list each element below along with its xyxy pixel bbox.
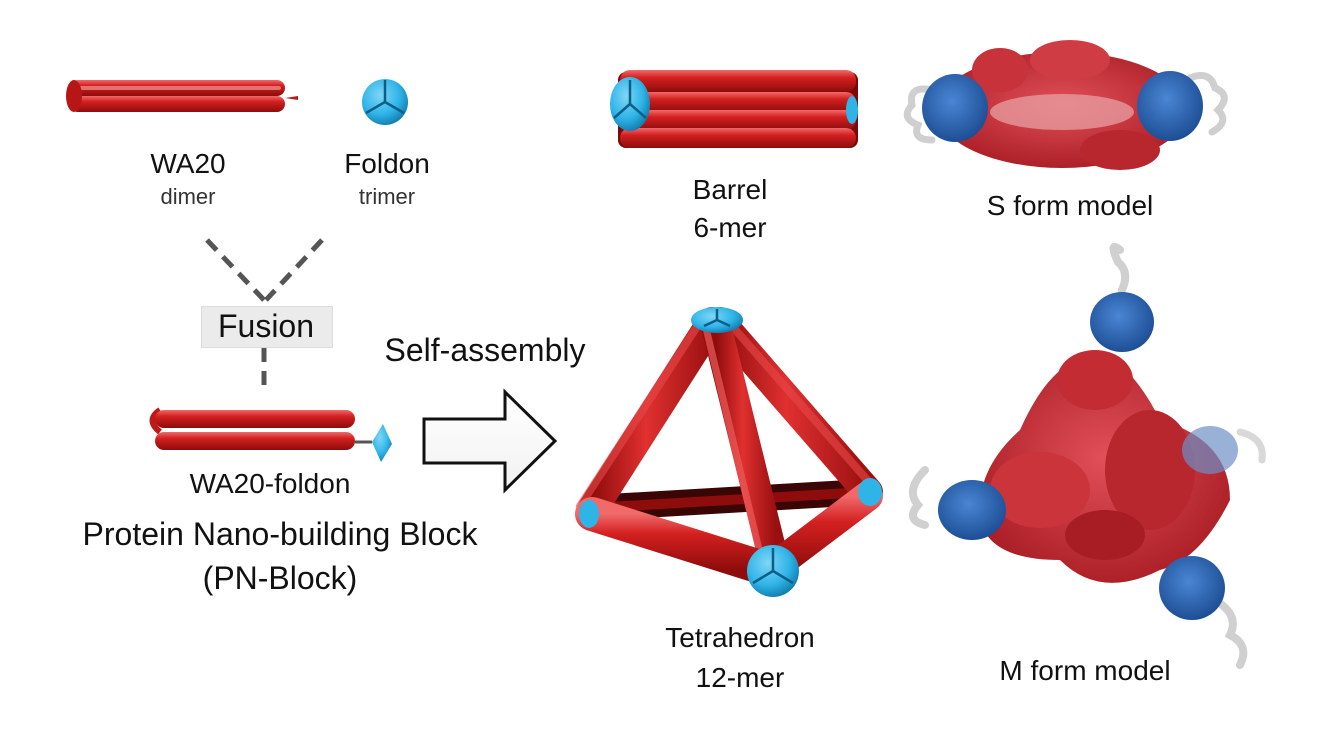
wa20-dimer-icon	[66, 80, 298, 112]
fusion-connector	[205, 238, 324, 392]
wa20-state-label: dimer	[160, 184, 216, 209]
fusion-label-box	[201, 306, 333, 348]
wa20-foldon-block-icon	[149, 407, 392, 462]
foldon-state-label: trimer	[358, 184, 416, 209]
foldon-label: Foldon	[344, 148, 430, 179]
barrel-size-label: 6-mer	[693, 212, 767, 243]
tetrahedron-12mer-icon	[575, 307, 883, 597]
pn-block-abbrev: (PN-Block)	[202, 560, 358, 596]
barrel-6mer-icon	[610, 70, 858, 148]
m-form-model-image	[908, 243, 1266, 669]
m-form-model-label: M form model	[999, 655, 1171, 686]
barrel-label: Barrel	[692, 174, 768, 205]
self-assembly-arrow	[422, 388, 558, 494]
self-assembly-label: Self-assembly	[384, 332, 586, 368]
s-form-model-label: S form model	[986, 190, 1154, 221]
s-form-model-image	[903, 40, 1228, 170]
fusion-label: Fusion	[217, 308, 315, 344]
tetrahedron-label: Tetrahedron	[665, 622, 815, 653]
wa20-label: WA20	[150, 148, 226, 179]
tetrahedron-size-label: 12-mer	[695, 662, 785, 693]
foldon-trimer-icon	[362, 79, 408, 125]
wa20-foldon-label: WA20-foldon	[189, 468, 351, 499]
pn-block-title: Protein Nano-building Block	[82, 516, 478, 552]
